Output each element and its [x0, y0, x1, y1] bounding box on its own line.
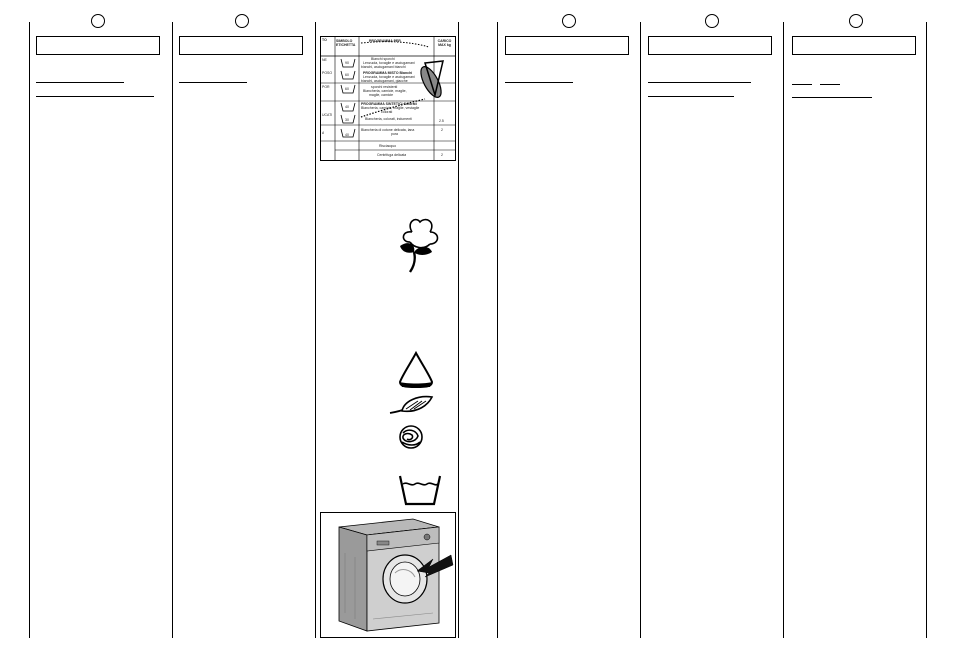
- care-row-symbol: 40: [345, 105, 349, 109]
- language-badge: [849, 14, 863, 28]
- subheading-underline: [820, 84, 840, 85]
- washing-machine-illustration: [320, 512, 456, 638]
- care-row-left: NE: [322, 58, 327, 62]
- column-divider: [640, 22, 641, 638]
- cotton-flower-icon: [400, 218, 439, 273]
- care-row-max: 5: [441, 60, 443, 64]
- care-row-line: Lenzuola, tovaglie e asciugamani: [363, 61, 415, 65]
- wash-tub-icon: [398, 475, 442, 506]
- subheading-underline: [36, 82, 124, 83]
- subheading-underline: [792, 97, 872, 98]
- section-title-box: [36, 36, 160, 55]
- care-row-line: PROGRAMMA SINTETICI Colorati: [361, 102, 417, 106]
- care-row-line: Bianchi sporchi: [371, 57, 395, 61]
- care-row-symbol: 60: [345, 73, 349, 77]
- section-title-box: [179, 36, 303, 55]
- care-row-line: Centrifuga delicata: [377, 153, 407, 157]
- care-row-line: Biancheria, camicie, maglie,: [363, 89, 407, 93]
- care-row-line: bianchi, asciugamani, giacche: [361, 79, 408, 83]
- care-row-symbol: 30: [345, 118, 349, 122]
- column-divider: [315, 22, 316, 638]
- section-title-box: [648, 36, 772, 55]
- subheading-underline: [179, 82, 247, 83]
- section-title-box: [792, 36, 916, 55]
- care-table-grid: [321, 37, 455, 160]
- care-row-symbol: 60: [345, 87, 349, 91]
- column-divider: [458, 22, 459, 638]
- column-divider: [29, 22, 30, 638]
- synthetic-triangle-icon: [398, 350, 434, 389]
- language-badge: [91, 14, 105, 28]
- care-row-line: PROGRAMMA MISTO Bianchi: [363, 71, 413, 75]
- language-badge: [705, 14, 719, 28]
- care-row-line: bianchi, asciugamani bianchi: [361, 65, 406, 69]
- subheading-underline: [792, 84, 812, 85]
- care-row-left: POSO: [322, 71, 333, 75]
- care-row-line: Risciacquo: [379, 144, 397, 148]
- column-divider: [172, 22, 173, 638]
- care-row-line: colorati: [381, 110, 393, 114]
- care-row-line: Biancheria, camicie, maglie, vestaglie: [361, 106, 420, 110]
- feather-icon: [389, 395, 434, 414]
- care-row-left: UCATI: [322, 113, 333, 117]
- care-row-max: 2: [441, 153, 443, 157]
- washing-machine-icon: [338, 518, 454, 632]
- subheading-underline: [36, 96, 154, 97]
- care-row-line: Lenzuola, tovaglie e asciugamani: [363, 75, 415, 79]
- column-divider: [926, 22, 927, 638]
- column-divider: [497, 22, 498, 638]
- subheading-underline: [505, 82, 573, 83]
- care-row-line: sporchi resistenti: [371, 85, 398, 89]
- subheading-underline: [648, 96, 734, 97]
- care-header-symbol: SIMBOLO ETICHETTA: [336, 39, 356, 47]
- care-header-program-for: PROGRAMMA PER: [369, 39, 401, 43]
- care-row-symbol: 90: [345, 61, 349, 65]
- section-title-box: [505, 36, 629, 55]
- care-row-max: 2: [441, 128, 443, 132]
- care-row-left: A: [322, 131, 325, 135]
- care-row-symbol: 40: [345, 133, 349, 137]
- care-row-line: pura: [391, 132, 399, 136]
- wool-ball-icon: [399, 425, 423, 449]
- care-row-max: 2.5: [439, 119, 444, 123]
- language-badge: [562, 14, 576, 28]
- language-badge: [235, 14, 249, 28]
- subheading-underline: [648, 82, 751, 83]
- care-label-table: TO SIMBOLO ETICHETTA PROGRAMMA PER CARIC…: [320, 36, 456, 161]
- care-row-line: Biancheria, colorati, indumenti: [365, 117, 412, 121]
- care-row-line: Biancheria di cotone delicata, lana: [361, 128, 415, 132]
- column-divider: [783, 22, 784, 638]
- care-header-program-type: TO: [322, 38, 327, 42]
- care-row-line: maglie, camicie: [369, 93, 394, 97]
- care-header-max-load: CARICO MAX kg: [437, 39, 452, 47]
- care-row-left: POR: [322, 85, 330, 89]
